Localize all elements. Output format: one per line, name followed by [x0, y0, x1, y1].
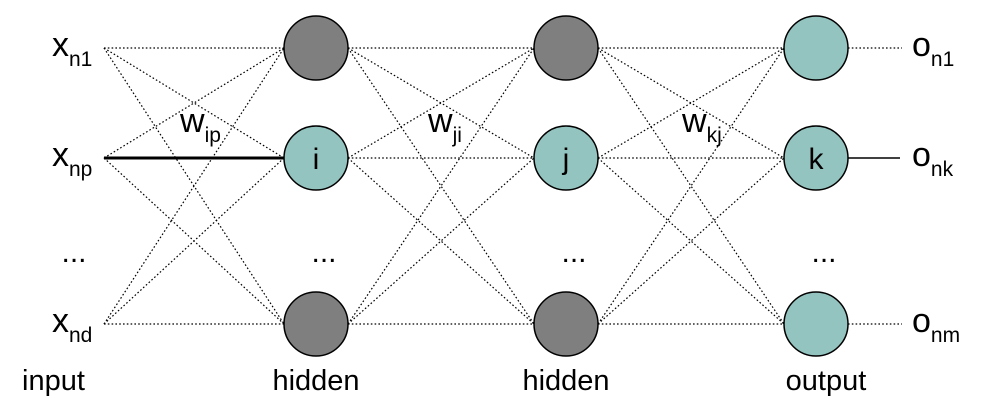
hidden1-node-i — [283, 125, 349, 191]
input-to-hidden1-connection — [103, 47, 285, 159]
output-label-sub: n1 — [931, 48, 954, 71]
caption-hidden1: hidden — [272, 365, 359, 397]
hidden2-to-output-connection — [597, 157, 785, 325]
input-to-hidden1-connection — [103, 47, 285, 159]
caption-output: output — [786, 365, 867, 397]
hidden1-to-hidden2-connection — [347, 157, 535, 325]
connection-lines — [103, 47, 902, 325]
output-label-o-n1: on1 — [912, 26, 954, 71]
input-to-hidden1-connection — [103, 47, 285, 325]
output-node-top — [783, 15, 849, 81]
output-node-bottom — [783, 291, 849, 357]
input-label-x-np: xnp — [52, 136, 92, 181]
hidden2-node-top — [533, 15, 599, 81]
hidden1-to-hidden2-connection — [347, 47, 535, 159]
output-label-base: o — [912, 136, 931, 174]
weight-label-w-kj: wkj — [681, 102, 722, 147]
ellipsis-hidden1: ... — [311, 236, 336, 269]
hidden2-node-bottom — [533, 291, 599, 357]
caption-input: input — [22, 365, 85, 397]
caption-hidden2: hidden — [522, 365, 609, 397]
output-label-o-nm: onm — [912, 302, 960, 347]
output-label-o-nk: onk — [912, 136, 954, 181]
input-to-hidden1-connection — [103, 157, 285, 325]
output-label-base: o — [912, 302, 931, 340]
weight-label-w-ji: wji — [427, 102, 462, 147]
hidden1-to-hidden2-connection — [347, 157, 535, 325]
output-label-base: o — [912, 26, 931, 64]
ellipsis-input: ... — [61, 236, 86, 269]
hidden2-to-output-connection — [597, 47, 785, 159]
input-label-base: x — [52, 26, 69, 64]
weight-label-sub: kj — [707, 124, 722, 147]
node-label-j: j — [562, 143, 570, 176]
hidden2-node-j — [533, 125, 599, 191]
ellipsis-output: ... — [811, 236, 836, 269]
input-label-sub: n1 — [69, 48, 92, 71]
weight-label-base: w — [681, 102, 707, 140]
input-label-sub: nd — [69, 324, 92, 347]
weight-label-sub: ji — [452, 124, 462, 147]
node-label-k: k — [809, 143, 825, 176]
ellipsis-hidden2: ... — [561, 236, 586, 269]
hidden2-to-output-connection — [597, 157, 785, 325]
hidden1-node-bottom — [283, 291, 349, 357]
weight-label-base: w — [427, 102, 453, 140]
weight-label-w-ip: wip — [179, 102, 221, 147]
nodes — [283, 15, 849, 357]
output-label-sub: nm — [931, 324, 960, 347]
hidden2-to-output-connection — [597, 47, 785, 159]
input-label-base: x — [52, 302, 69, 340]
input-label-x-nd: xnd — [52, 302, 92, 347]
weight-label-sub: ip — [205, 124, 221, 147]
weight-label-base: w — [179, 102, 205, 140]
hidden1-node-top — [283, 15, 349, 81]
input-label-x-n1: xn1 — [52, 26, 92, 71]
hidden1-to-hidden2-connection — [347, 47, 535, 159]
node-label-i: i — [313, 143, 320, 176]
input-label-base: x — [52, 136, 69, 174]
input-label-sub: np — [69, 158, 92, 181]
output-node-k — [783, 125, 849, 191]
output-label-sub: nk — [931, 158, 954, 181]
